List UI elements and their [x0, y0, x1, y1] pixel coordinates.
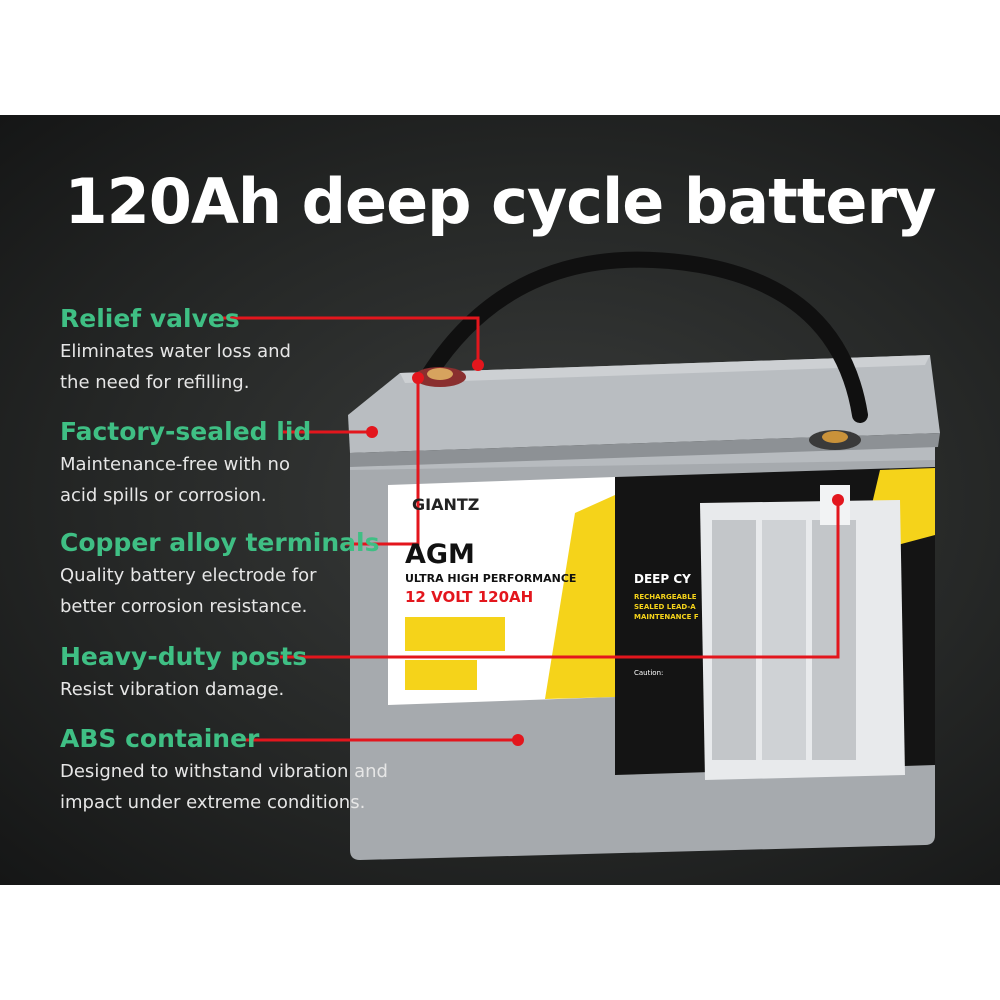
- pointer-dots: [366, 359, 844, 746]
- feature-title: Relief valves: [60, 304, 240, 333]
- page-title: 120Ah deep cycle battery: [64, 165, 937, 238]
- pointer-lines: [220, 316, 840, 742]
- label-brand: GIANTZ: [412, 495, 479, 514]
- feature-description: Maintenance-free with no acid spills or …: [60, 454, 290, 506]
- feature-heavy-duty-posts: Heavy-duty posts Resist vibration damage…: [60, 640, 307, 705]
- carry-strap: [422, 251, 868, 423]
- label-right-line-2: SEALED LEAD-A: [634, 603, 696, 611]
- label-subtitle: ULTRA HIGH PERFORMANCE: [405, 572, 576, 585]
- feature-abs-container: ABS container Designed to withstand vibr…: [60, 722, 388, 818]
- feature-title: ABS container: [60, 724, 260, 753]
- feature-factory-sealed-lid: Factory-sealed lid Maintenance-free with…: [60, 415, 311, 511]
- label-caution: Caution:: [634, 669, 663, 677]
- feature-title: Copper alloy terminals: [60, 528, 380, 557]
- feature-title: Heavy-duty posts: [60, 642, 308, 671]
- label-spec: 12 VOLT 120AH: [405, 588, 533, 606]
- feature-relief-valves: Relief valves Eliminates water loss and …: [60, 302, 291, 398]
- label-right-line-3: MAINTENANCE F: [634, 613, 699, 621]
- label-right-line-1: RECHARGEABLE: [634, 593, 697, 601]
- battery-illustration: GIANTZ AGM ULTRA HIGH PERFORMANCE 12 VOL…: [220, 251, 940, 860]
- feature-description: Designed to withstand vibration and impa…: [60, 761, 388, 813]
- feature-copper-alloy-terminals: Copper alloy terminals Quality battery e…: [60, 526, 379, 622]
- feature-description: Eliminates water loss and the need for r…: [60, 341, 291, 393]
- feature-title: Factory-sealed lid: [60, 417, 312, 446]
- feature-description: Resist vibration damage.: [60, 679, 285, 700]
- product-banner: 120Ah deep cycle battery: [0, 115, 1000, 885]
- label-type: AGM: [405, 539, 475, 570]
- feature-description: Quality battery electrode for better cor…: [60, 565, 317, 617]
- label-right-title: DEEP CY: [634, 572, 691, 586]
